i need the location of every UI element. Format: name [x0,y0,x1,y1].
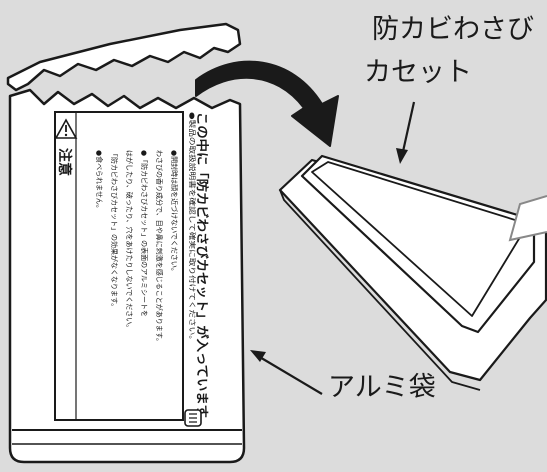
aluminum-bag-label: アルミ袋 [328,372,436,403]
caution-lines: ●開封時は顔を近づけないでください。わさびの香り成分で、目や鼻に刺激を感じること… [95,150,179,345]
caution-line: 「防カビわさびカセット」の効果がなくなります。 [110,150,119,310]
speech-bubble [508,195,547,242]
wasabi-cassette-tray-lip [279,189,481,391]
cassette-label-line1: 防カビわさび [372,14,534,45]
caution-line: わさびの香り成分で、目や鼻に刺激を感じることがあります。 [155,150,164,345]
material-mark-icon [184,409,202,427]
caution-title: 注意 [56,148,73,176]
cassette-pointer-arrow [396,101,416,164]
caution-line: ●開封時は顔を近づけないでください。 [170,150,179,275]
bag-torn-flap [6,22,242,92]
bag-headline: この中に「防カビわさびカセット」が入っています [195,112,210,418]
caution-line: ●食べられません。 [95,150,104,212]
bag-instruction: ●製品の取扱説明書を確認して確実に取り付けてください。 [188,112,197,344]
curved-arrow [195,60,339,147]
caution-line: はがしたり、破ったり、穴をあけたりしないでください。 [125,150,134,331]
bag-pointer-arrow [250,350,323,395]
cassette-label-line2: カセット [364,57,472,88]
caution-line: ●「防カビわさびカセット」の表面のアルミシートを [140,150,149,317]
warning-triangle-icon [54,118,78,139]
